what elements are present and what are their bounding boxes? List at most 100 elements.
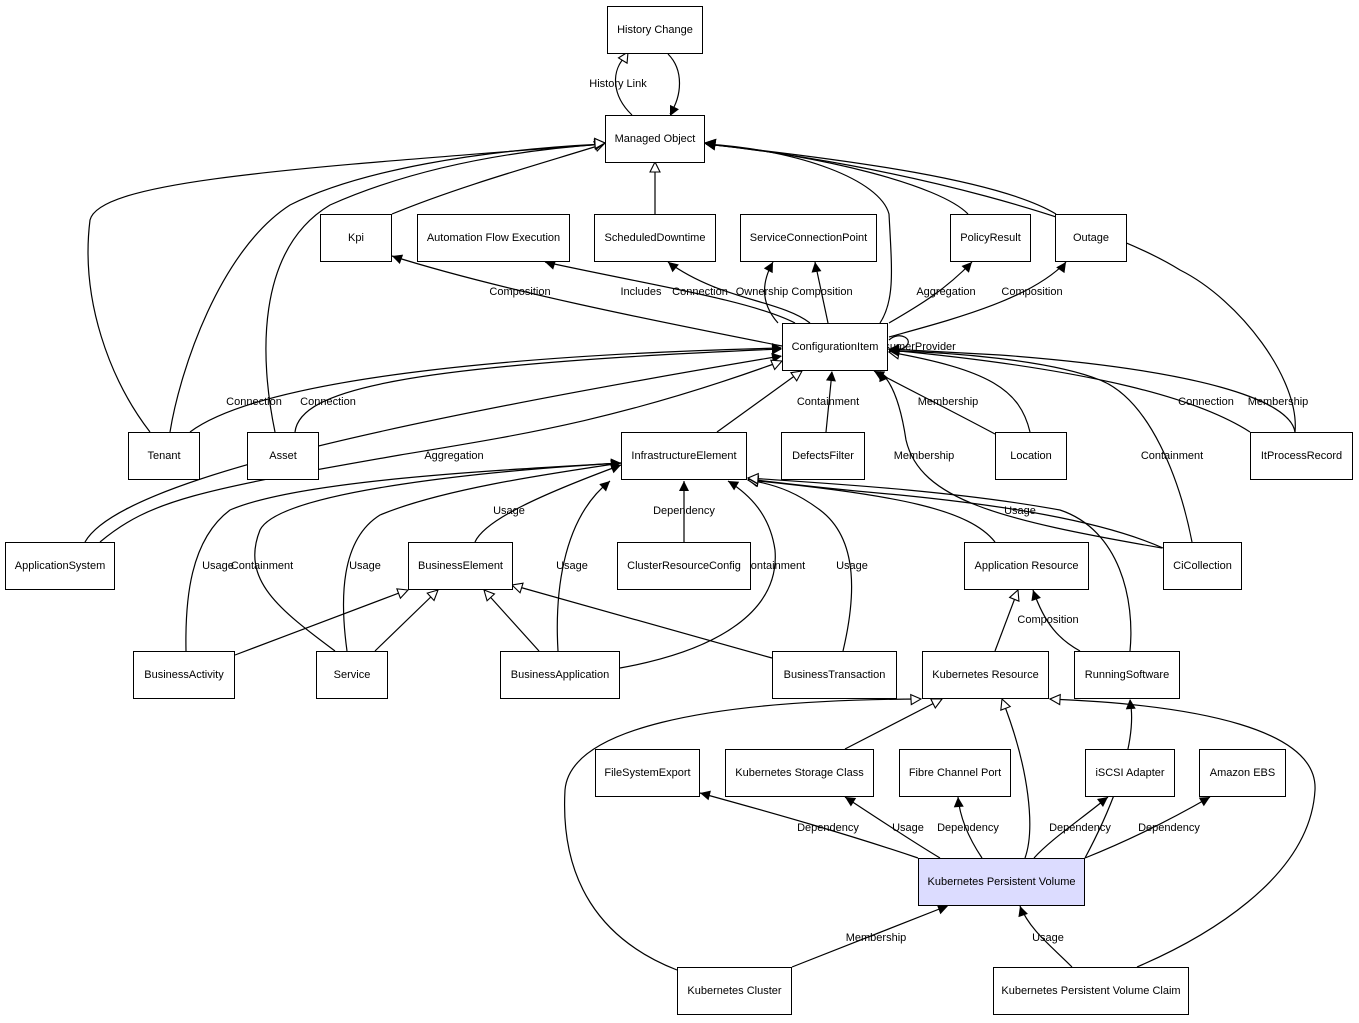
arrowhead <box>670 104 679 116</box>
node-kpi[interactable]: Kpi <box>320 214 392 262</box>
node-asset[interactable]: Asset <box>247 432 319 480</box>
arrowhead <box>610 459 621 470</box>
node-kubernetes-resource[interactable]: Kubernetes Resource <box>922 651 1049 699</box>
node-configuration-item[interactable]: ConfigurationItem <box>782 323 888 371</box>
edge <box>1000 697 1031 859</box>
node-application-system[interactable]: ApplicationSystem <box>5 542 115 590</box>
edge <box>994 588 1020 652</box>
edge: Dependency <box>653 481 715 542</box>
edge-line <box>705 143 1057 215</box>
edge-label: Usage <box>892 822 924 834</box>
arrowhead <box>728 481 740 491</box>
node-kubernetes-persistent-volume[interactable]: Kubernetes Persistent Volume <box>918 858 1085 906</box>
edge: Connection <box>667 261 811 324</box>
node-application-resource[interactable]: Application Resource <box>964 542 1089 590</box>
edge-label: Aggregation <box>424 450 483 462</box>
edge <box>705 139 893 324</box>
edge-line <box>705 143 969 215</box>
edge-line <box>189 347 782 433</box>
arrowhead <box>1097 797 1108 807</box>
arrowhead <box>705 139 716 150</box>
edge-line <box>716 371 801 433</box>
node-automation-flow-execution[interactable]: Automation Flow Execution <box>417 214 570 262</box>
edge: Usage <box>844 796 941 859</box>
edge-line <box>747 478 1164 549</box>
node-service-connection-point[interactable]: ServiceConnectionPoint <box>740 214 877 262</box>
edge-label: Dependency <box>937 822 999 834</box>
edge-line <box>294 348 782 433</box>
edge-label: Usage <box>493 505 525 517</box>
node-service[interactable]: Service <box>316 651 388 699</box>
edge <box>265 137 607 433</box>
edge: Dependency <box>699 790 919 859</box>
arrowhead <box>679 481 689 491</box>
edge-line <box>87 143 605 433</box>
edge-line <box>888 261 1067 338</box>
edge-line <box>185 462 622 652</box>
edge: Includes <box>544 260 796 324</box>
node-tenant[interactable]: Tenant <box>128 432 200 480</box>
node-iscsi-adapter[interactable]: iSCSI Adapter <box>1085 749 1175 797</box>
edge-line <box>511 584 773 659</box>
node-infrastructure-element[interactable]: InfrastructureElement <box>621 432 747 480</box>
edge-line <box>705 143 1296 433</box>
edge: Aggregation <box>888 261 976 324</box>
arrowhead <box>545 260 557 270</box>
edge-line <box>234 589 408 656</box>
edge <box>374 589 439 652</box>
node-kubernetes-persistent-volume-claim[interactable]: Kubernetes Persistent Volume Claim <box>993 967 1189 1015</box>
node-policy-result[interactable]: PolicyResult <box>950 214 1031 262</box>
edge <box>667 53 680 116</box>
edge-line <box>888 351 1031 433</box>
edge <box>483 589 540 652</box>
edge-label: Membership <box>846 932 907 944</box>
arrowhead <box>879 371 889 383</box>
node-defects-filter[interactable]: DefectsFilter <box>781 432 865 480</box>
node-business-element[interactable]: BusinessElement <box>408 542 513 590</box>
arrowhead <box>825 371 836 382</box>
node-file-system-export[interactable]: FileSystemExport <box>595 749 700 797</box>
node-kubernetes-storage-class[interactable]: Kubernetes Storage Class <box>725 749 874 797</box>
edge-label: Usage <box>556 560 588 572</box>
edge-label: Dependency <box>1049 822 1111 834</box>
edge: Membership <box>888 344 1308 433</box>
node-it-process-record[interactable]: ItProcessRecord <box>1250 432 1353 480</box>
edge-label: Usage <box>1032 932 1064 944</box>
node-history-change[interactable]: History Change <box>607 6 703 54</box>
node-amazon-ebs[interactable]: Amazon EBS <box>1199 749 1286 797</box>
node-cluster-resource-config[interactable]: ClusterResourceConfig <box>617 542 751 590</box>
edge-label: Dependency <box>1138 822 1200 834</box>
edge-label: Connection <box>672 286 728 298</box>
arrowhead <box>1031 590 1041 602</box>
edge: Connection <box>189 343 782 433</box>
arrowhead <box>1125 699 1136 710</box>
node-location[interactable]: Location <box>995 432 1067 480</box>
node-business-activity[interactable]: BusinessActivity <box>133 651 235 699</box>
edge-line <box>844 796 941 859</box>
edge-line <box>99 360 783 543</box>
node-ci-collection[interactable]: CiCollection <box>1163 542 1242 590</box>
edge-label: Containment <box>231 560 293 572</box>
inheritance-arrowhead <box>649 160 661 173</box>
edge <box>844 698 944 750</box>
node-kubernetes-cluster[interactable]: Kubernetes Cluster <box>677 967 792 1015</box>
node-business-application[interactable]: BusinessApplication <box>500 651 620 699</box>
edge-label: Composition <box>791 286 852 298</box>
inheritance-arrowhead <box>426 589 439 602</box>
edge-line <box>619 480 776 669</box>
edge-line <box>265 143 605 433</box>
edge <box>746 475 996 543</box>
node-scheduled-downtime[interactable]: ScheduledDowntime <box>594 214 716 262</box>
edge: Composition <box>1017 589 1081 652</box>
node-fibre-channel-port[interactable]: Fibre Channel Port <box>899 749 1011 797</box>
inheritance-arrowhead <box>746 472 759 485</box>
node-running-software[interactable]: RunningSoftware <box>1074 651 1180 699</box>
edge-line <box>474 464 622 543</box>
edge: Connection <box>888 345 1251 433</box>
node-managed-object[interactable]: Managed Object <box>605 115 705 163</box>
node-outage[interactable]: Outage <box>1055 214 1127 262</box>
edge-label: Composition <box>489 286 550 298</box>
edge-line <box>169 143 605 433</box>
node-business-transaction[interactable]: BusinessTransaction <box>772 651 897 699</box>
